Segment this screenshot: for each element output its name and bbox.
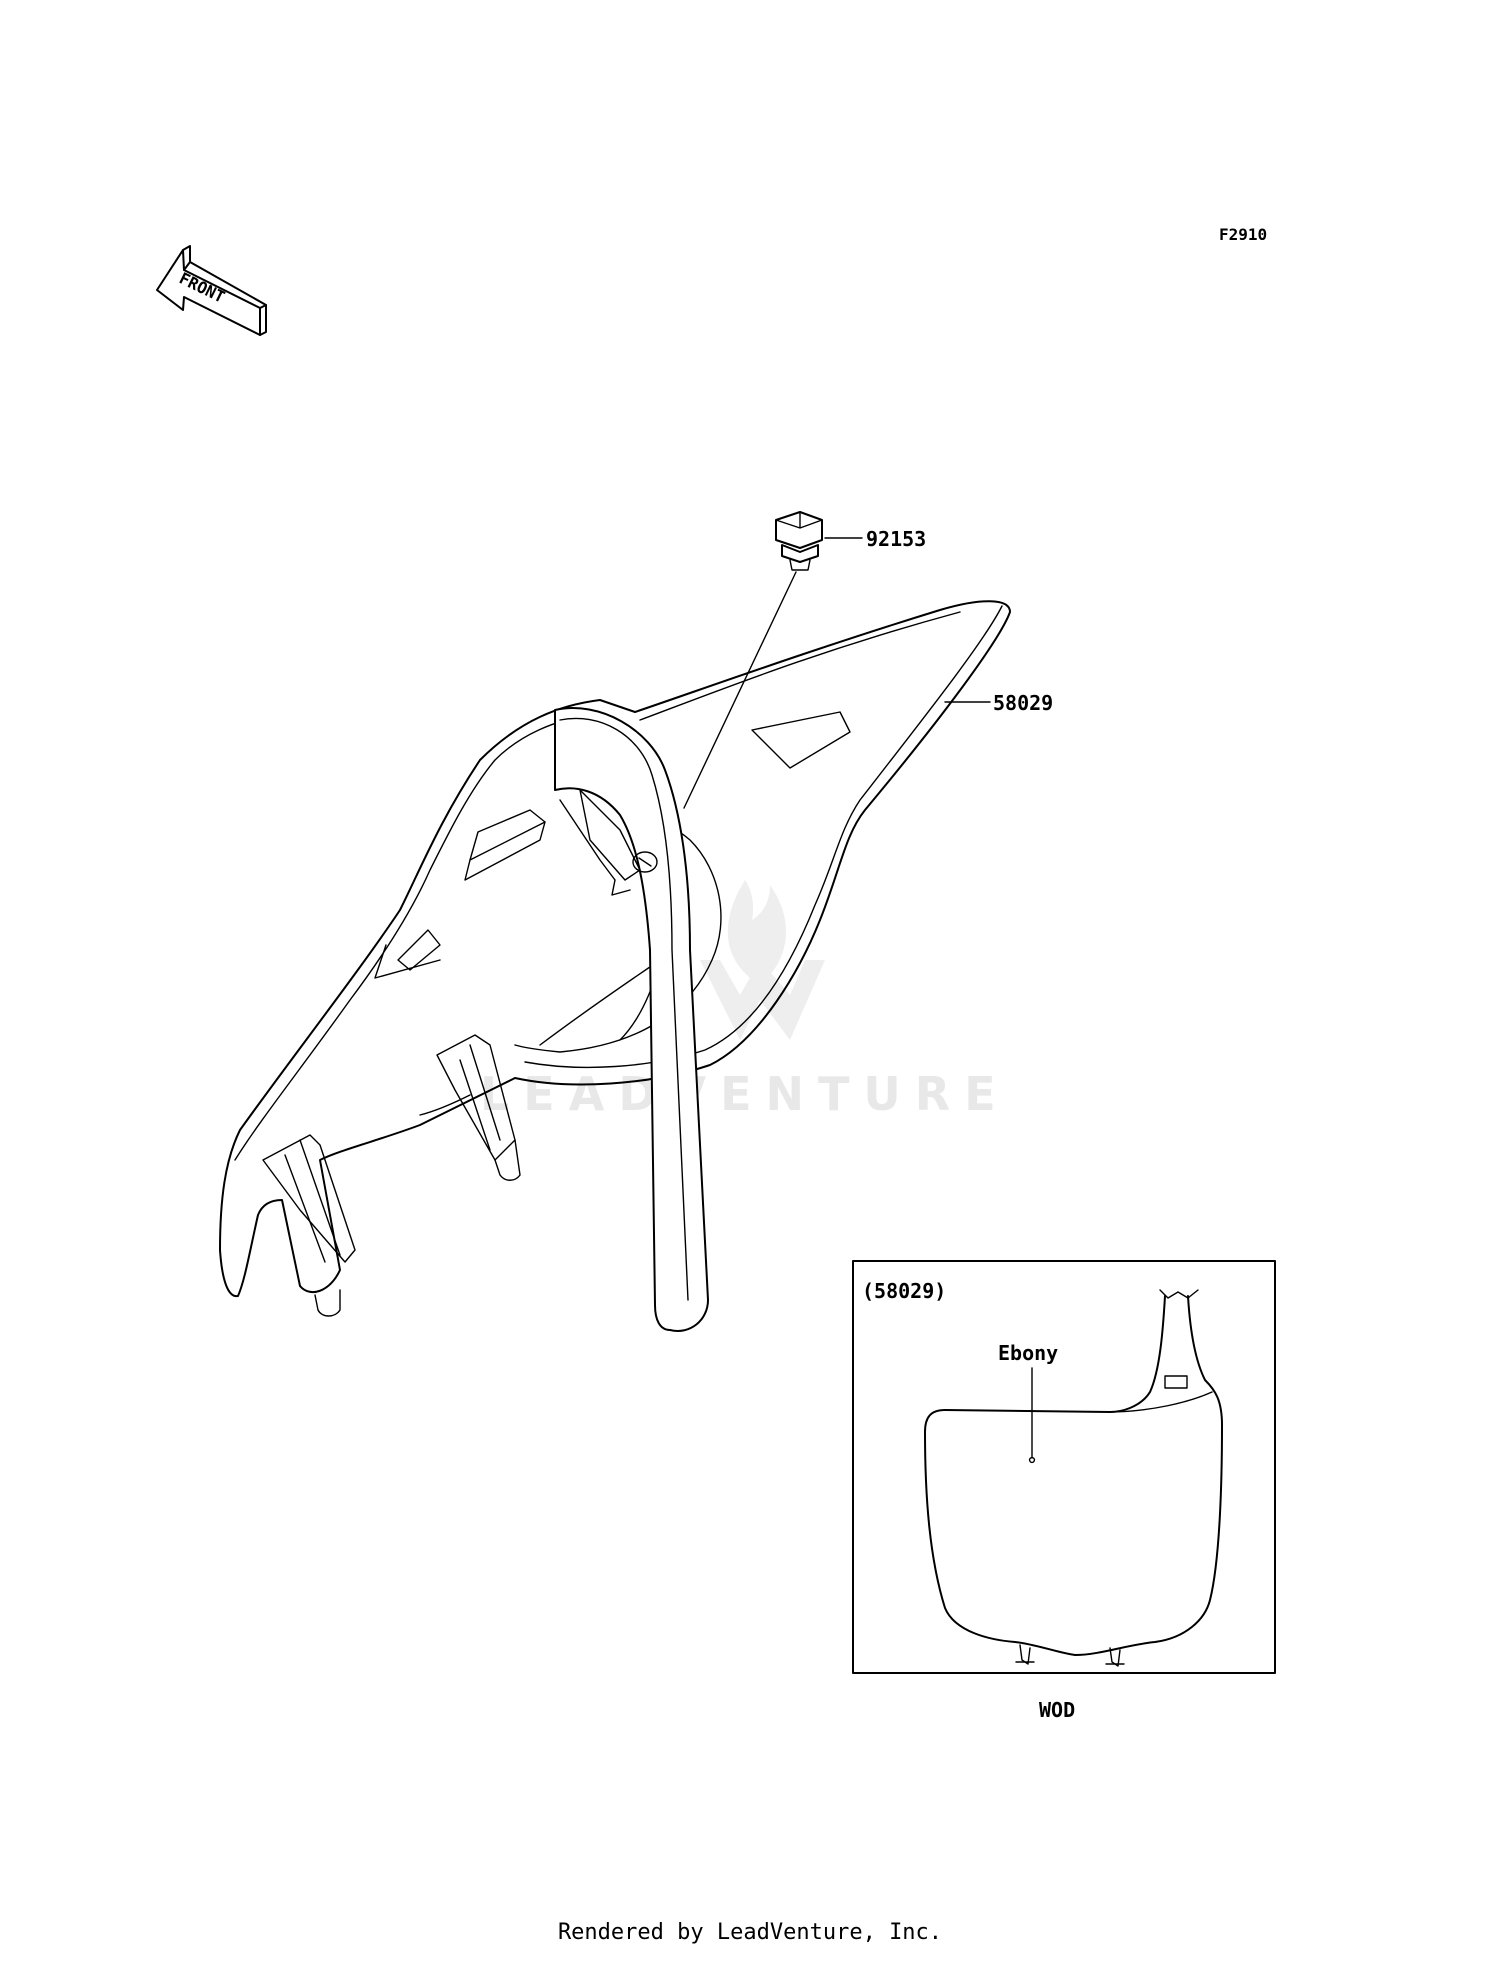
bolt-leader-line <box>683 571 797 809</box>
inset-part-ref: (58029) <box>862 1279 946 1303</box>
watermark-text: LEADVENTURE <box>480 1067 1010 1121</box>
front-direction-arrow-icon: FRONT <box>156 245 267 336</box>
inset-region-label: WOD <box>1039 1698 1075 1722</box>
watermark-logo: LEADVENTURE <box>480 880 1010 1121</box>
callout-92153: 92153 <box>866 527 926 551</box>
figure-code: F2910 <box>1219 225 1267 244</box>
bolt-92153-icon <box>775 511 823 571</box>
render-credit: Rendered by LeadVenture, Inc. <box>557 1920 943 1945</box>
inset-panel: (58029) Ebony <box>852 1260 1276 1674</box>
callout-58029: 58029 <box>993 691 1053 715</box>
inset-color-label: Ebony <box>998 1341 1058 1365</box>
front-number-plate <box>219 600 1011 1332</box>
